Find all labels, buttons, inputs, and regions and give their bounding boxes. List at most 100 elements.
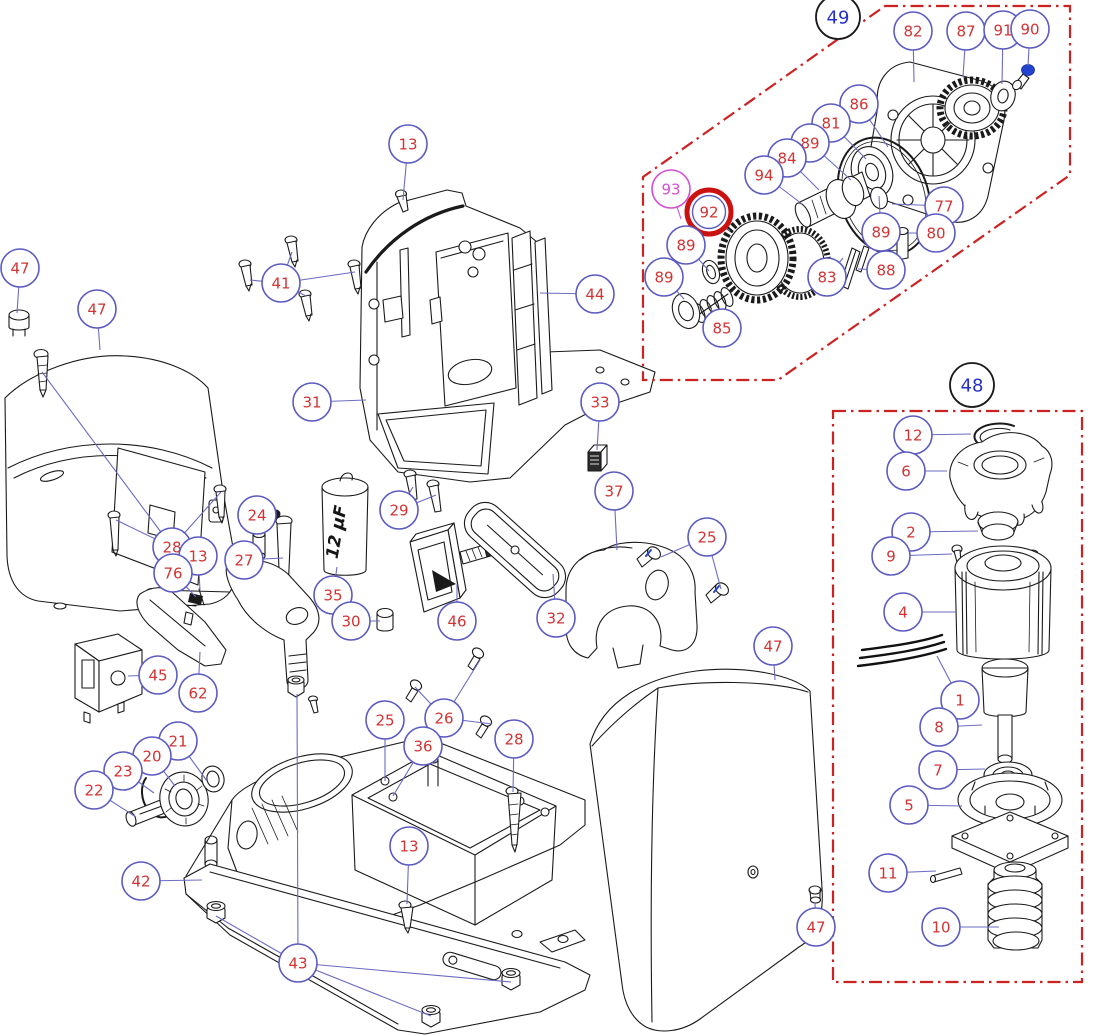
callout-7: 7 xyxy=(918,750,958,790)
part-washer-91 xyxy=(990,80,1016,112)
callout-1: 1 xyxy=(940,680,980,720)
callout-circle xyxy=(666,225,706,265)
callout-circle xyxy=(868,853,908,893)
part-washers-89 xyxy=(671,259,721,330)
section-number: 48 xyxy=(961,376,984,397)
callout-43: 43 xyxy=(278,943,318,983)
part-transformer xyxy=(74,633,143,724)
callout-number: 6 xyxy=(901,463,911,481)
callout-circle xyxy=(889,785,929,825)
callout-number: 44 xyxy=(585,286,604,304)
part-spacer-rings-2 xyxy=(977,511,1019,541)
part-housing-cover-right xyxy=(589,668,823,1032)
callout-9: 9 xyxy=(871,536,911,576)
callout-44: 44 xyxy=(575,274,615,314)
callout-number: 25 xyxy=(697,529,716,547)
part-nuts-43 xyxy=(206,900,521,1028)
callout-12: 12 xyxy=(893,415,933,455)
callout-number: 11 xyxy=(878,865,897,883)
callout-number: 81 xyxy=(821,115,840,133)
part-fan-housing-6 xyxy=(949,432,1053,528)
callout-number: 21 xyxy=(168,733,187,751)
callout-5: 5 xyxy=(889,785,929,825)
callout-31: 31 xyxy=(292,382,332,422)
callout-88: 88 xyxy=(866,250,906,290)
callout-number: 31 xyxy=(302,394,321,412)
callout-33: 33 xyxy=(580,382,620,422)
callout-circle xyxy=(424,698,464,738)
callout-number: 45 xyxy=(148,667,167,685)
callout-number: 33 xyxy=(590,394,609,412)
callout-87: 87 xyxy=(946,11,986,51)
callout-circle xyxy=(644,257,684,297)
callout-circle xyxy=(389,826,429,866)
callout-6: 6 xyxy=(886,451,926,491)
callout-circle xyxy=(921,907,961,947)
callout-number: 32 xyxy=(546,610,565,628)
callout-number: 10 xyxy=(931,919,950,937)
callout-circle xyxy=(753,626,793,666)
callout-number: 23 xyxy=(113,763,132,781)
callout-13: 13 xyxy=(388,124,428,164)
callout-25: 25 xyxy=(365,700,405,740)
callout-11: 11 xyxy=(868,853,908,893)
callout-number: 90 xyxy=(1020,21,1039,39)
callout-circle xyxy=(403,726,443,766)
callout-83: 83 xyxy=(807,257,847,297)
callout-number: 47 xyxy=(763,638,782,656)
callout-circle xyxy=(121,861,161,901)
part-release-handle xyxy=(225,559,320,690)
callout-41: 41 xyxy=(261,263,301,303)
callout-circle xyxy=(575,274,615,314)
callout-90: 90 xyxy=(1010,9,1050,49)
callout-circle xyxy=(883,592,923,632)
callout-circle xyxy=(744,155,784,195)
callout-number: 85 xyxy=(712,320,731,338)
callout-number: 22 xyxy=(84,782,103,800)
callout-circle xyxy=(494,719,534,759)
callout-number: 92 xyxy=(699,204,718,222)
callout-circle xyxy=(437,601,477,641)
callout-89: 89 xyxy=(861,212,901,252)
section-labels: 49 48 xyxy=(815,0,995,408)
callout-circle xyxy=(103,751,143,791)
callout-8: 8 xyxy=(919,707,959,747)
callout-number: 76 xyxy=(163,565,182,583)
callout-circle xyxy=(919,707,959,747)
part-base-plate xyxy=(183,863,591,1035)
callout-circle xyxy=(916,213,956,253)
callout-number: 20 xyxy=(142,748,161,766)
part-rotor-8 xyxy=(981,658,1029,764)
callout-circle xyxy=(839,84,879,124)
callout-number: 80 xyxy=(926,225,945,243)
callout-number: 25 xyxy=(375,712,394,730)
section-box-48 xyxy=(831,409,1084,984)
callout-circle xyxy=(224,540,264,580)
callout-number: 89 xyxy=(800,135,819,153)
callout-number: 47 xyxy=(10,260,29,278)
part-limit-switch xyxy=(409,522,499,613)
callout-76: 76 xyxy=(153,553,193,593)
part-mounting-frame xyxy=(359,189,656,483)
callout-circle xyxy=(138,655,178,695)
part-bracket-62 xyxy=(136,587,227,667)
callout-number: 62 xyxy=(188,685,207,703)
callout-number: 24 xyxy=(247,507,266,525)
callout-circle xyxy=(893,11,933,51)
callout-89: 89 xyxy=(644,257,684,297)
callout-number: 87 xyxy=(956,23,975,41)
callout-circle xyxy=(178,673,218,713)
leader-line-43 xyxy=(297,962,512,983)
section-label-49: 49 xyxy=(815,0,861,40)
screw-41-group xyxy=(238,235,362,322)
callout-number: 4 xyxy=(898,604,908,622)
part-capacitor: 12 µF xyxy=(321,472,369,576)
callout-number: 28 xyxy=(162,539,181,557)
callout-number: 35 xyxy=(323,587,342,605)
callout-number: 41 xyxy=(271,275,290,293)
callout-80: 80 xyxy=(916,213,956,253)
callout-86: 86 xyxy=(839,84,879,124)
callout-number: 84 xyxy=(777,150,796,168)
callout-27: 27 xyxy=(224,540,264,580)
section-circle xyxy=(949,362,995,408)
